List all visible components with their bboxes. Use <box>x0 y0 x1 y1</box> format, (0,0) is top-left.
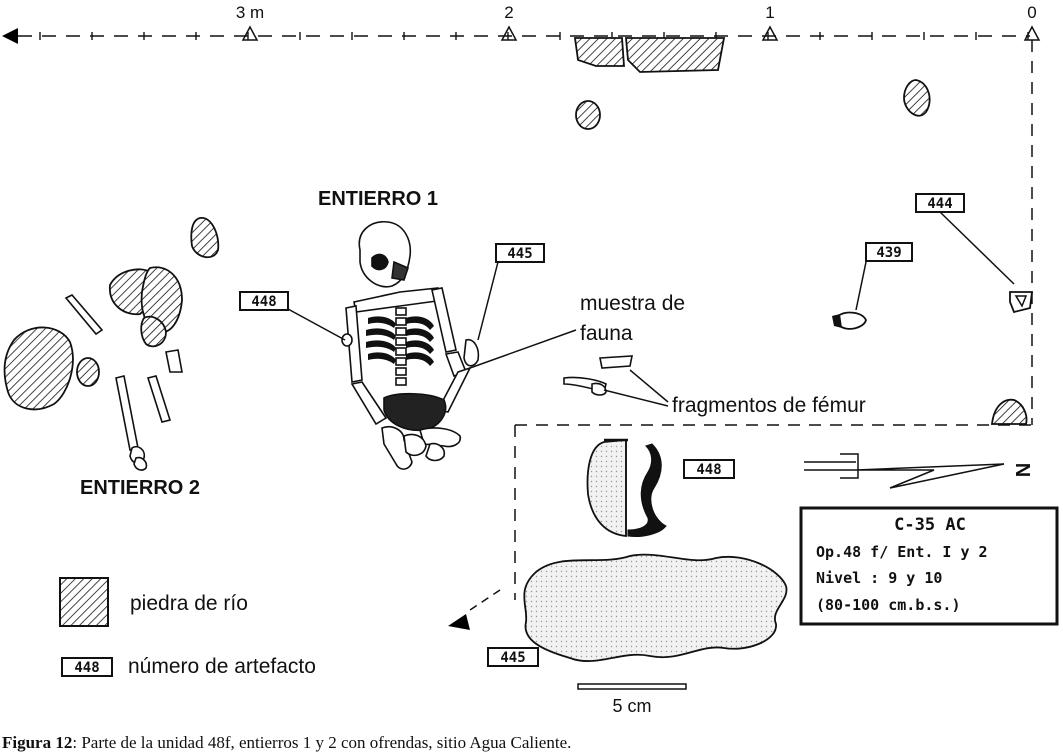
burial-2-label: ENTIERRO 2 <box>80 477 200 499</box>
femur <box>419 427 462 448</box>
info-site-code: C-35 AC <box>894 515 966 535</box>
eye-socket <box>371 253 389 271</box>
caption-figure-number: Figura 12 <box>2 733 73 752</box>
legend-artifact-sample: 448 <box>74 660 99 676</box>
caption-text: : Parte de la unidad 48f, entierros 1 y … <box>72 733 572 752</box>
scale-markers: 3 m 2 1 0 <box>236 3 1041 41</box>
legend-stone-label: piedra de río <box>130 592 248 615</box>
artifact-444-label: 444 <box>927 196 952 212</box>
scale-label-0: 0 <box>1027 3 1036 22</box>
leader-lines <box>287 211 1015 611</box>
scale-label-1: 1 <box>765 3 774 22</box>
scale-bar: 5 cm <box>577 683 687 716</box>
datum-triangle-icon <box>761 25 779 41</box>
west-arrow-icon <box>2 28 18 44</box>
burial-2-bones <box>64 294 183 471</box>
artifact-439-detail <box>832 314 842 328</box>
artifact-439-label: 439 <box>876 245 901 261</box>
river-stone <box>575 100 601 130</box>
fauna-sample <box>599 355 633 369</box>
pelvis <box>383 392 447 432</box>
jaw <box>391 260 409 281</box>
river-stone <box>903 79 931 117</box>
river-stone <box>3 326 74 411</box>
fauna-label-line1: muestra de <box>580 292 685 315</box>
humerus <box>345 305 363 383</box>
river-stone <box>990 398 1028 425</box>
river-stones <box>3 37 1028 425</box>
top-grid-line <box>2 28 1030 44</box>
femur <box>381 425 413 470</box>
fauna-label-line2: fauna <box>580 322 633 345</box>
humerus <box>431 287 457 353</box>
forearm <box>436 366 472 413</box>
river-stone <box>190 217 220 259</box>
legend-artifact-swatch <box>61 657 113 677</box>
info-depth: (80-100 cm.b.s.) <box>816 596 961 614</box>
long-bone <box>146 375 172 423</box>
burial-1-skeleton <box>341 221 480 470</box>
scale-label-2: 2 <box>504 3 513 22</box>
vessel-444-detail <box>1014 295 1028 308</box>
north-label: N <box>1011 463 1033 477</box>
vessel-444 <box>1009 291 1034 314</box>
info-operation: Op.48 f/ Ent. I y 2 <box>816 543 988 561</box>
info-box: C-35 AC Op.48 f/ Ent. I y 2 Nivel : 9 y … <box>799 506 1059 626</box>
datum-triangle-icon <box>241 25 259 41</box>
rib-cage <box>366 316 434 366</box>
southwest-arrow-icon <box>448 614 470 630</box>
river-stone <box>625 37 726 73</box>
forearm <box>350 381 388 426</box>
long-bone <box>64 294 104 336</box>
unit-step-boundary <box>514 424 1032 600</box>
datum-triangle-icon <box>500 25 518 41</box>
knee <box>425 442 446 462</box>
femur-label: fragmentos de fémur <box>672 394 866 417</box>
river-stone <box>76 357 100 387</box>
spine <box>395 307 407 386</box>
artifact-439-object <box>837 311 867 330</box>
bone-fragment <box>165 349 183 373</box>
river-stone <box>140 315 167 348</box>
artifact-445-bottom-label: 445 <box>500 650 525 666</box>
artifact-labels: 444 439 445 448 448 445 <box>239 193 965 667</box>
long-bone <box>115 375 139 451</box>
hand-bones <box>463 338 480 367</box>
femur-fragment <box>591 382 607 396</box>
artifact-448-vessel-label: 448 <box>696 462 721 478</box>
datum-triangle-icon <box>1023 25 1041 41</box>
legend-stone-swatch <box>59 577 109 627</box>
river-stone <box>573 37 625 67</box>
hand-bones <box>341 333 353 347</box>
artifact-445-label: 445 <box>507 246 532 262</box>
artifact-448-label: 448 <box>251 294 276 310</box>
burial-1-label: ENTIERRO 1 <box>318 188 438 210</box>
artifact-445-slab <box>523 553 788 662</box>
figure-caption: Figura 12: Parte de la unidad 48f, entie… <box>2 733 1062 753</box>
legend-artifact-label: número de artefacto <box>128 655 316 678</box>
vessel-profile-448 <box>586 438 667 537</box>
scale-label-3m: 3 m <box>236 3 264 22</box>
knee <box>403 433 427 457</box>
legend: piedra de río 448 número de artefacto <box>59 577 316 678</box>
info-level: Nivel : 9 y 10 <box>816 569 942 587</box>
fauna-and-femur <box>563 355 633 396</box>
scale-bar-label: 5 cm <box>612 696 651 716</box>
north-arrow: N <box>804 453 1033 489</box>
bone-fragment <box>133 456 148 471</box>
